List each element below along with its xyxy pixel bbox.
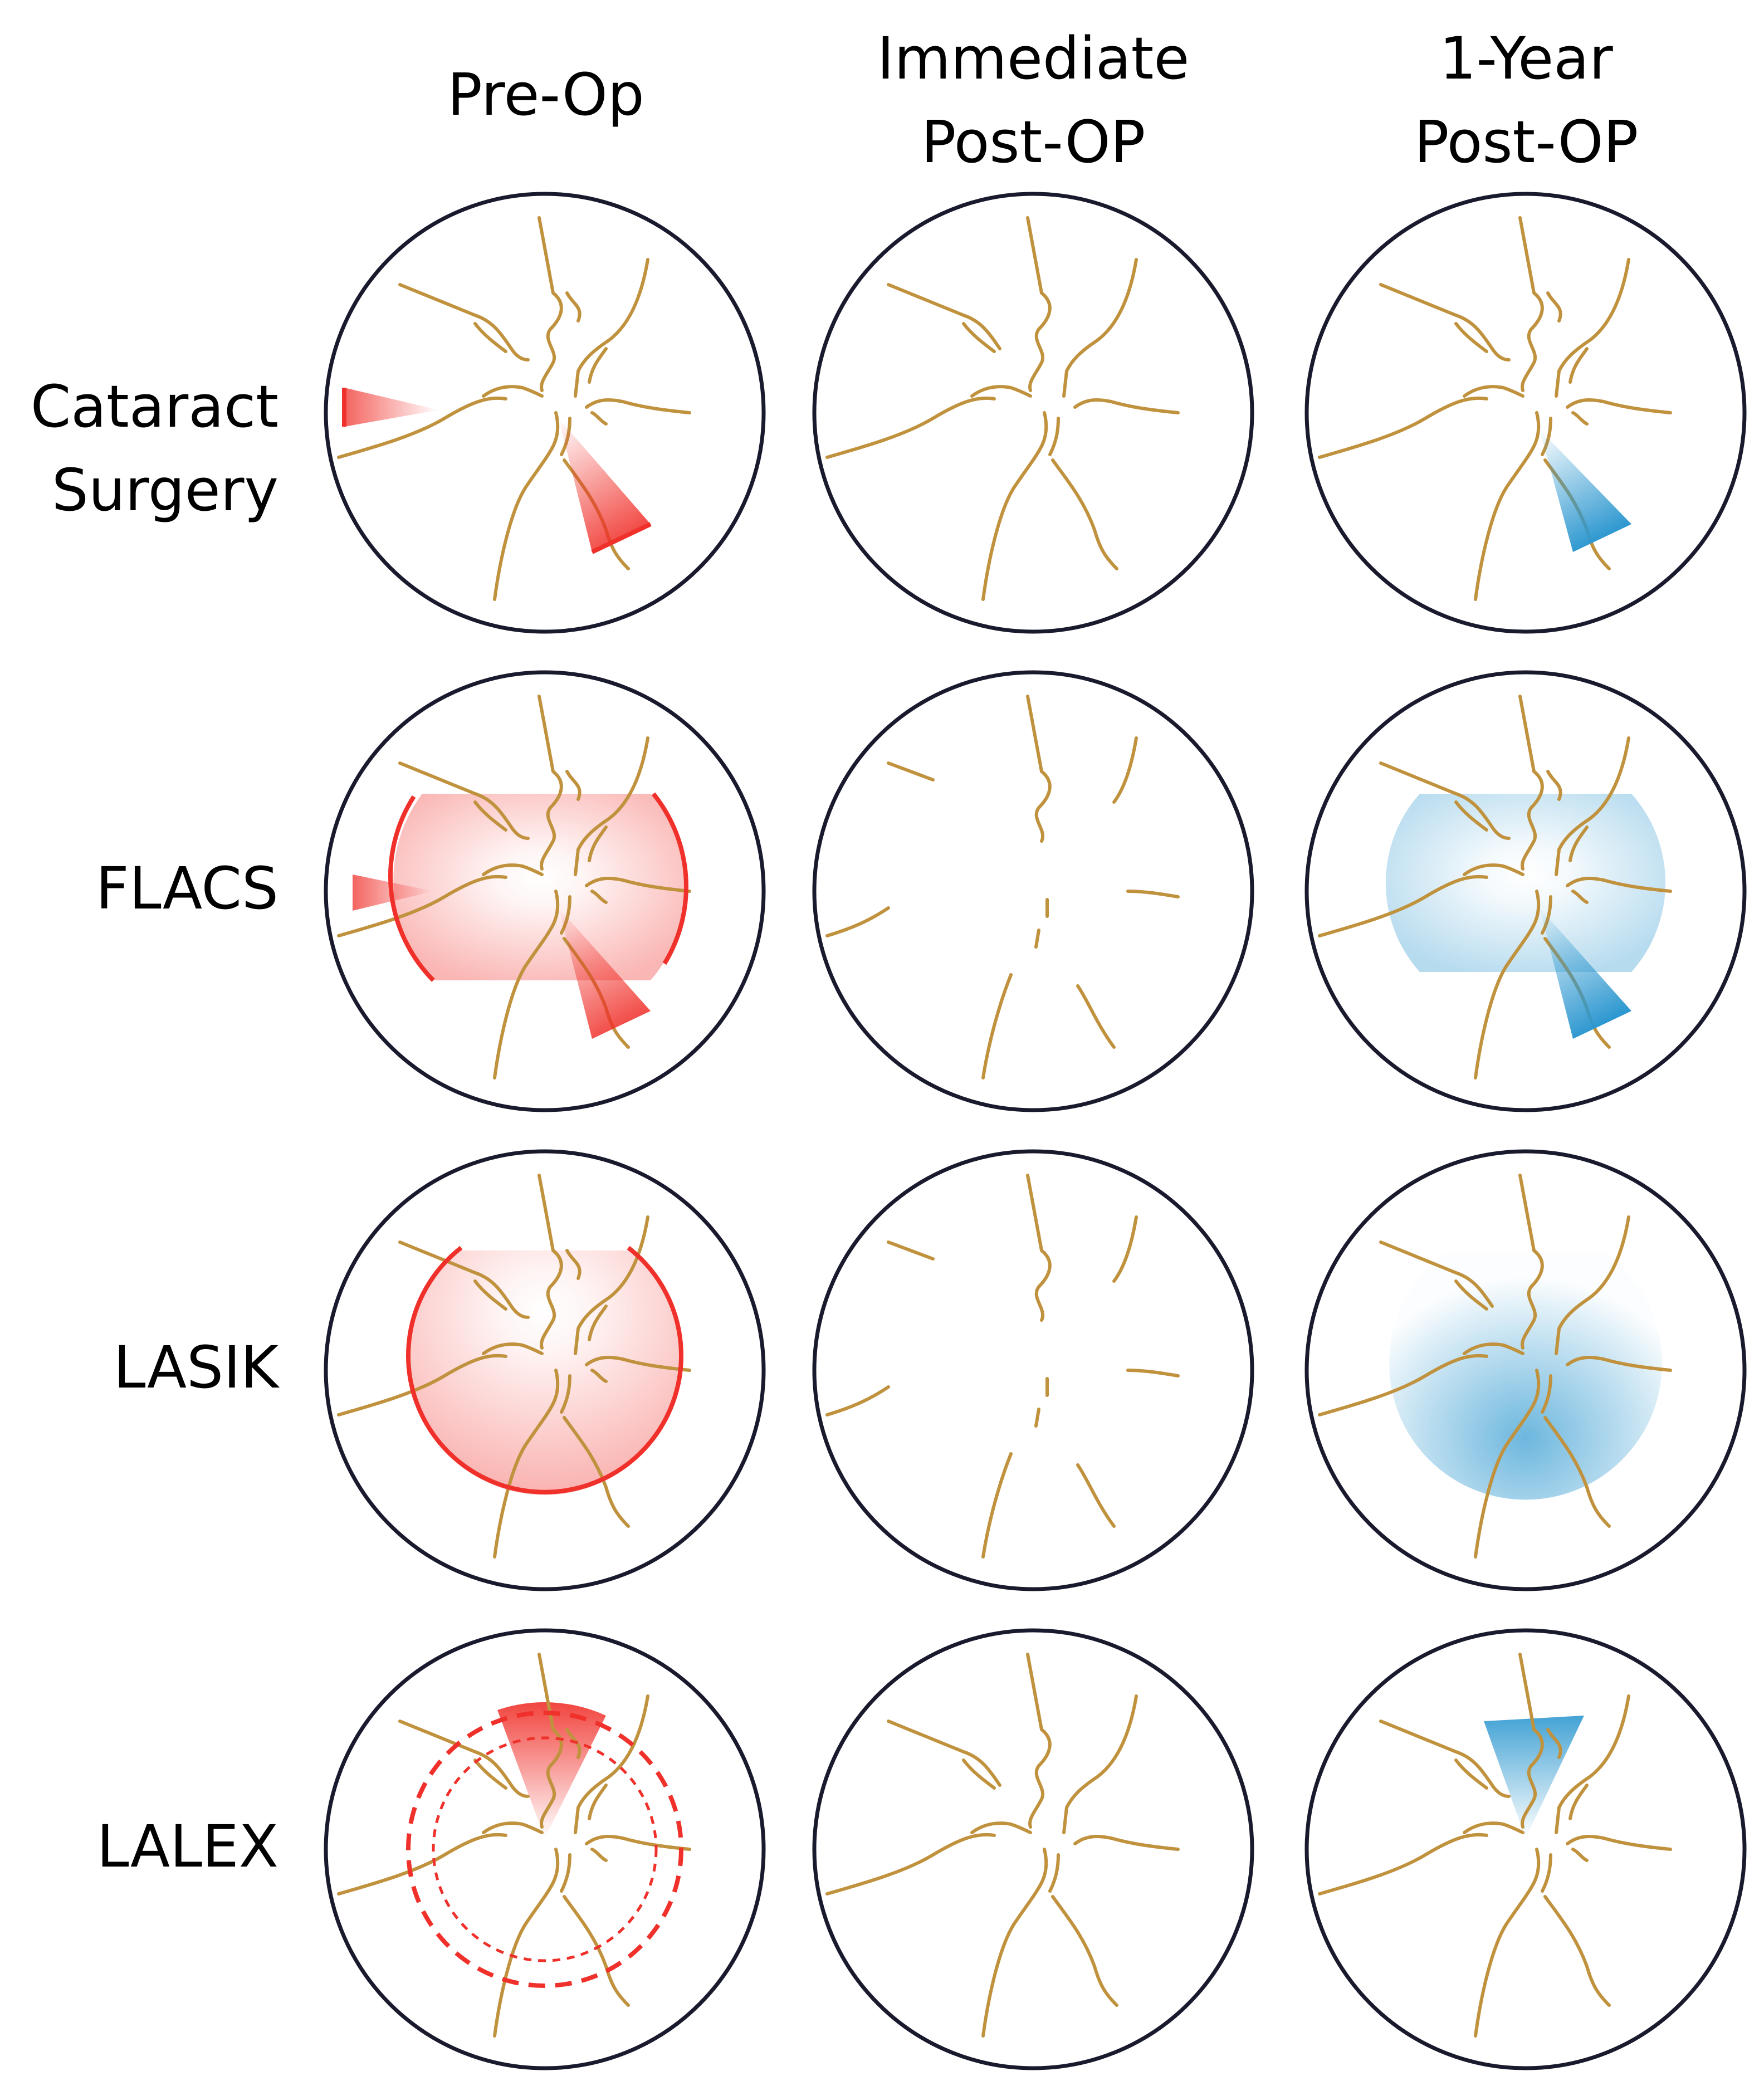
panel-lasik-1-year: [1304, 1149, 1747, 1591]
panel-lalex-immediate: [812, 1628, 1254, 2070]
incision-wedge: [497, 1702, 606, 1838]
healing-zone: [1385, 794, 1666, 972]
row-label-cataract-surgery: Cataract Surgery: [30, 373, 278, 524]
inner-dashed-ring: [432, 1736, 658, 1962]
panel-lalex-pre-op: [324, 1628, 766, 2070]
row-label-lasik: LASIK: [113, 1333, 278, 1401]
panel-cataract-immediate: [812, 192, 1254, 634]
column-title-pre-op: Pre-Op: [447, 61, 644, 129]
side-port-wedge: [353, 875, 433, 911]
flap-zone: [408, 1250, 681, 1495]
flap-zone: [393, 794, 686, 980]
healing-zone: [1389, 1253, 1662, 1500]
panel-lalex-1-year: [1304, 1628, 1747, 2070]
row-label-flacs: FLACS: [95, 854, 278, 922]
panel-cataract-pre-op: [324, 192, 766, 634]
main-incision-wedge: [559, 908, 651, 1039]
flap-circle: [406, 1245, 683, 1494]
main-incision-wedge: [559, 418, 651, 552]
panel-flacs-pre-op: [324, 670, 766, 1112]
outer-dashed-ring: [406, 1711, 683, 1988]
panel-lasik-immediate: [812, 1149, 1254, 1591]
healing-wedge: [1540, 429, 1631, 552]
healing-wedge: [1540, 908, 1631, 1039]
column-title-immediate-post-op: Immediate Post-OP: [877, 25, 1190, 176]
panel-cataract-1-year: [1304, 192, 1747, 634]
panel-lasik-pre-op: [324, 1149, 766, 1591]
column-title-1-year-post-op: 1-Year Post-OP: [1414, 25, 1639, 176]
row-label-lalex: LALEX: [96, 1813, 278, 1880]
panel-flacs-immediate: [812, 670, 1254, 1112]
main-incision: [591, 522, 652, 554]
flap-arc-right: [651, 792, 688, 965]
panel-flacs-1-year: [1304, 670, 1747, 1112]
side-port-wedge: [344, 388, 439, 427]
